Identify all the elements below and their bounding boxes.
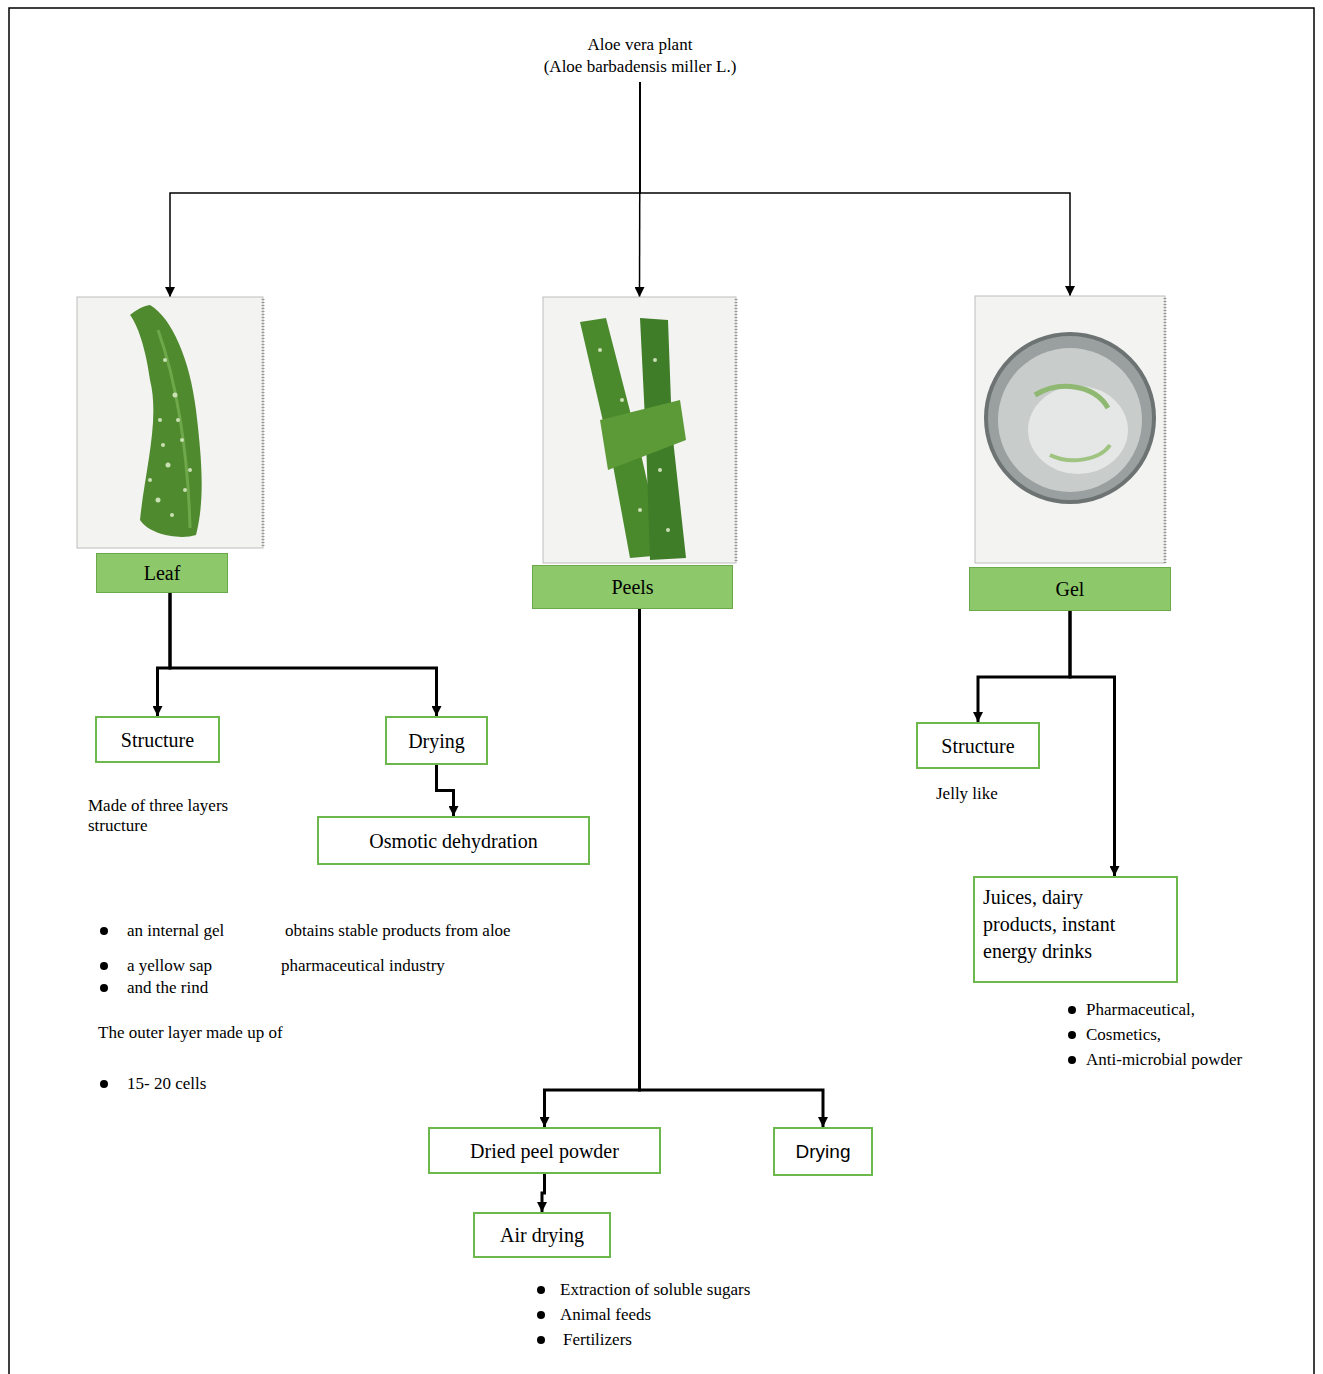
connector-arrow — [158, 593, 171, 716]
connector-arrow — [170, 593, 437, 716]
annotation-text: Animal feeds — [560, 1305, 651, 1325]
part-label: Gel — [969, 567, 1171, 611]
process-box: Juices, dairy products, instant energy d… — [973, 876, 1178, 983]
annotation-text: Jelly like — [936, 784, 998, 804]
gel-photo — [975, 296, 1165, 563]
peels-photo — [543, 297, 736, 563]
process-box: Structure — [916, 722, 1040, 769]
box-text: Drying — [408, 729, 465, 753]
annotation-text: pharmaceutical industry — [281, 956, 445, 976]
process-box: Air drying — [473, 1212, 611, 1258]
annotation-text: obtains stable products from aloe — [285, 921, 511, 941]
connector-arrow — [1070, 611, 1115, 876]
process-box: Structure — [95, 716, 220, 763]
connector-arrow — [978, 611, 1070, 722]
photo-panel: Peels — [543, 297, 736, 609]
annotation-text: 15- 20 cells — [127, 1074, 206, 1094]
root-heading: Aloe vera plant(Aloe barbadensis miller … — [475, 34, 805, 82]
heading-text: (Aloe barbadensis miller L.) — [475, 56, 805, 78]
leaf-photo — [77, 297, 263, 548]
process-box: Dried peel powder — [428, 1127, 661, 1174]
annotation-text: a yellow sap — [127, 956, 212, 976]
annotation-text: an internal gel — [127, 921, 224, 941]
connector-arrow — [545, 609, 640, 1127]
connector-arrow — [170, 82, 640, 297]
bullet-dots — [100, 927, 1076, 1344]
box-text: Drying — [796, 1140, 851, 1164]
annotation-text: Fertilizers — [563, 1330, 632, 1350]
box-text: Structure — [121, 728, 194, 752]
process-box: Osmotic dehydration — [317, 816, 590, 865]
part-label: Peels — [532, 565, 733, 609]
annotation-text: The outer layer made up of — [98, 1023, 283, 1043]
outer-frame — [9, 8, 1314, 1374]
box-text: Osmotic dehydration — [369, 829, 537, 853]
connector-arrow — [640, 82, 1070, 296]
heading-text: Aloe vera plant — [475, 34, 805, 56]
annotation-text: and the rind — [127, 978, 208, 998]
process-box: Drying — [773, 1127, 873, 1176]
annotation-text: Made of three layers structure — [88, 796, 273, 836]
box-text: Structure — [941, 734, 1014, 758]
process-box: Drying — [385, 716, 488, 765]
connector-arrow — [437, 765, 454, 816]
annotation-text: Extraction of soluble sugars — [560, 1280, 750, 1300]
annotation-text: Anti-microbial powder — [1086, 1050, 1242, 1070]
connector-arrow — [640, 609, 824, 1127]
photo-panel: Gel — [975, 296, 1165, 611]
box-text: Air drying — [500, 1223, 584, 1247]
photo-panel: Leaf — [77, 297, 263, 593]
annotation-text: Cosmetics, — [1086, 1025, 1161, 1045]
connector-arrow — [542, 1174, 545, 1212]
part-label: Leaf — [96, 553, 228, 593]
box-text: Juices, dairy products, instant energy d… — [983, 884, 1136, 965]
annotation-text: Pharmaceutical, — [1086, 1000, 1195, 1020]
box-text: Dried peel powder — [470, 1139, 619, 1163]
